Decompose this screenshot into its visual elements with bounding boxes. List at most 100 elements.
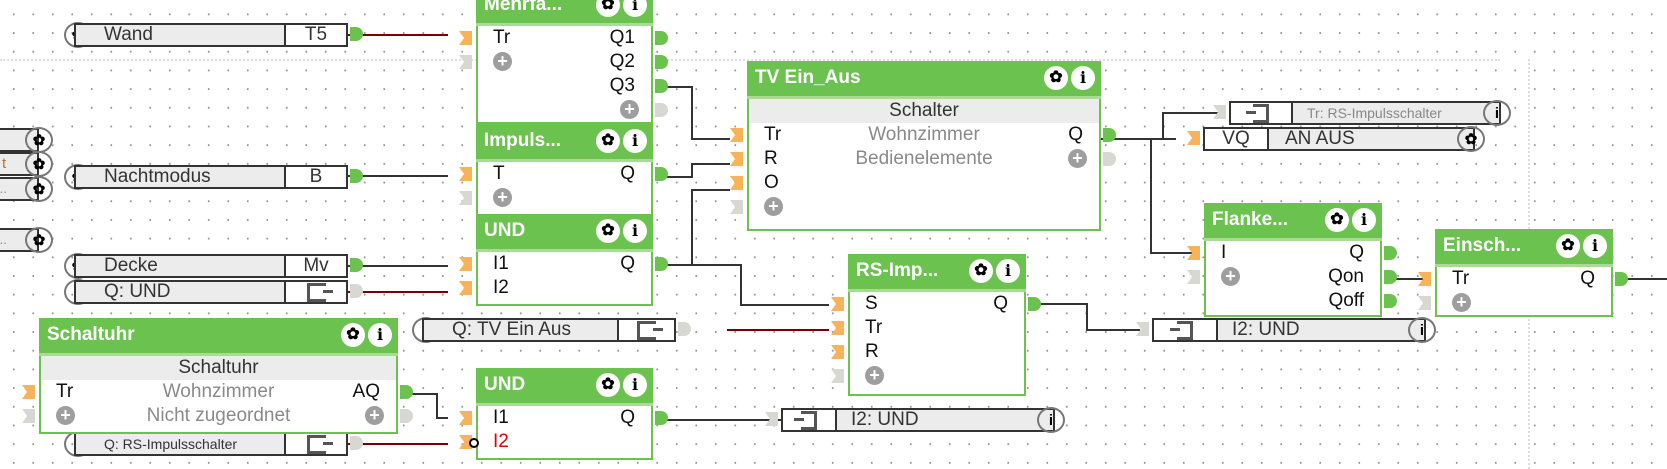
- input-pin[interactable]: [730, 176, 743, 190]
- add-input-icon[interactable]: +: [493, 52, 512, 72]
- input-pin-add[interactable]: [1418, 296, 1431, 310]
- info-icon[interactable]: i: [623, 373, 647, 397]
- block-header[interactable]: Mehrfa... ✿i: [476, 0, 653, 26]
- input-tag-partial-2[interactable]: t ✿: [0, 151, 53, 177]
- info-icon[interactable]: i: [623, 129, 647, 153]
- add-output-icon[interactable]: +: [620, 100, 639, 120]
- input-pin-add[interactable]: [22, 409, 35, 423]
- output-pin[interactable]: [350, 258, 363, 272]
- negation-icon[interactable]: [469, 438, 479, 448]
- info-icon[interactable]: i: [1352, 208, 1376, 232]
- output-pin-add[interactable]: [400, 409, 413, 423]
- info-icon[interactable]: i: [623, 219, 647, 243]
- gear-icon[interactable]: ✿: [1457, 126, 1485, 152]
- info-icon[interactable]: i: [1483, 100, 1511, 126]
- input-pin[interactable]: [1213, 105, 1226, 119]
- output-pin[interactable]: [350, 284, 363, 298]
- gear-icon[interactable]: ✿: [25, 227, 53, 253]
- block-header[interactable]: TV Ein_Aus ✿i: [747, 61, 1101, 99]
- add-input-icon[interactable]: +: [764, 197, 783, 217]
- gear-icon[interactable]: ✿: [596, 129, 620, 153]
- link-tag-q-tv[interactable]: i Q: TV Ein Aus: [412, 317, 691, 343]
- output-pin[interactable]: [1028, 297, 1041, 311]
- input-tag-wand[interactable]: ✿ Wand T5: [64, 22, 363, 48]
- input-tag-nachtmodus[interactable]: ✿ Nachtmodus B: [64, 164, 363, 190]
- gear-icon[interactable]: ✿: [25, 176, 53, 202]
- gear-icon[interactable]: ✿: [25, 151, 53, 177]
- link-tag-q-und[interactable]: i Q: UND: [64, 279, 363, 305]
- info-icon[interactable]: i: [1071, 66, 1095, 90]
- output-pin[interactable]: [1384, 294, 1397, 308]
- gear-icon[interactable]: ✿: [1044, 66, 1068, 90]
- input-pin[interactable]: [459, 411, 472, 425]
- link-tag-tr-rs[interactable]: Tr: RS-Impulsschalter i: [1213, 100, 1511, 126]
- output-pin[interactable]: [350, 169, 363, 183]
- block-header[interactable]: Schaltuhr ✿i: [39, 318, 398, 356]
- input-pin[interactable]: [831, 297, 844, 311]
- input-pin[interactable]: [1187, 131, 1200, 145]
- input-pin-add[interactable]: [730, 200, 743, 214]
- link-tag-i2-und-a[interactable]: I2: UND i: [1136, 317, 1436, 343]
- input-tag-partial-4[interactable]: ... ✿: [0, 227, 53, 253]
- output-pin-add[interactable]: [655, 103, 668, 117]
- input-tag-partial-3[interactable]: ... ✿: [0, 176, 53, 202]
- input-pin[interactable]: [1418, 272, 1431, 286]
- gear-icon[interactable]: ✿: [1325, 208, 1349, 232]
- input-pin-add[interactable]: [459, 55, 472, 69]
- gear-icon[interactable]: ✿: [341, 323, 365, 347]
- input-pin[interactable]: [765, 412, 778, 426]
- add-input-icon[interactable]: +: [865, 366, 884, 386]
- link-tag-q-rs[interactable]: i Q: RS-Impulsschalter: [64, 431, 363, 457]
- output-pin[interactable]: [655, 411, 668, 425]
- output-pin[interactable]: [400, 385, 413, 399]
- gear-icon[interactable]: ✿: [596, 0, 620, 17]
- input-pin-add[interactable]: [459, 191, 472, 205]
- input-pin[interactable]: [831, 345, 844, 359]
- input-pin[interactable]: [831, 321, 844, 335]
- input-tag-partial-1[interactable]: ✿: [0, 127, 53, 153]
- block-header[interactable]: Flanke... ✿i: [1204, 203, 1382, 241]
- block-header[interactable]: Impuls... ✿i: [476, 124, 653, 162]
- info-icon[interactable]: i: [1037, 407, 1065, 433]
- output-pin[interactable]: [655, 79, 668, 93]
- input-pin[interactable]: [730, 152, 743, 166]
- input-tag-decke[interactable]: ✿ Decke Mv: [64, 253, 363, 279]
- input-pin[interactable]: [459, 257, 472, 271]
- info-icon[interactable]: i: [623, 0, 647, 17]
- info-icon[interactable]: i: [1408, 317, 1436, 343]
- output-pin[interactable]: [1615, 272, 1628, 286]
- input-pin[interactable]: [459, 167, 472, 181]
- output-pin[interactable]: [1384, 246, 1397, 260]
- output-pin[interactable]: [350, 436, 363, 450]
- gear-icon[interactable]: ✿: [596, 219, 620, 243]
- add-input-icon[interactable]: +: [1452, 293, 1471, 313]
- input-pin[interactable]: [459, 31, 472, 45]
- input-pin-add[interactable]: [831, 369, 844, 383]
- output-pin-add[interactable]: [1103, 152, 1116, 166]
- output-pin[interactable]: [1384, 270, 1397, 284]
- add-input-icon[interactable]: +: [1221, 267, 1240, 287]
- output-pin[interactable]: [655, 31, 668, 45]
- output-pin[interactable]: [655, 167, 668, 181]
- output-tag-an-aus[interactable]: VQ AN AUS ✿: [1187, 126, 1485, 152]
- block-header[interactable]: Einsch... ✿i: [1435, 229, 1613, 267]
- add-input-icon[interactable]: +: [56, 406, 75, 426]
- block-header[interactable]: RS-Imp... ✿i: [848, 254, 1026, 292]
- input-pin[interactable]: [1136, 322, 1149, 336]
- gear-icon[interactable]: ✿: [969, 259, 993, 283]
- output-pin[interactable]: [655, 55, 668, 69]
- input-pin-add[interactable]: [1187, 270, 1200, 284]
- input-pin[interactable]: [730, 128, 743, 142]
- link-tag-i2-und-b[interactable]: I2: UND i: [765, 407, 1065, 433]
- input-pin[interactable]: [22, 385, 35, 399]
- add-output-icon[interactable]: +: [1068, 149, 1087, 169]
- info-icon[interactable]: i: [996, 259, 1020, 283]
- output-pin[interactable]: [655, 257, 668, 271]
- add-output-icon[interactable]: +: [365, 406, 384, 426]
